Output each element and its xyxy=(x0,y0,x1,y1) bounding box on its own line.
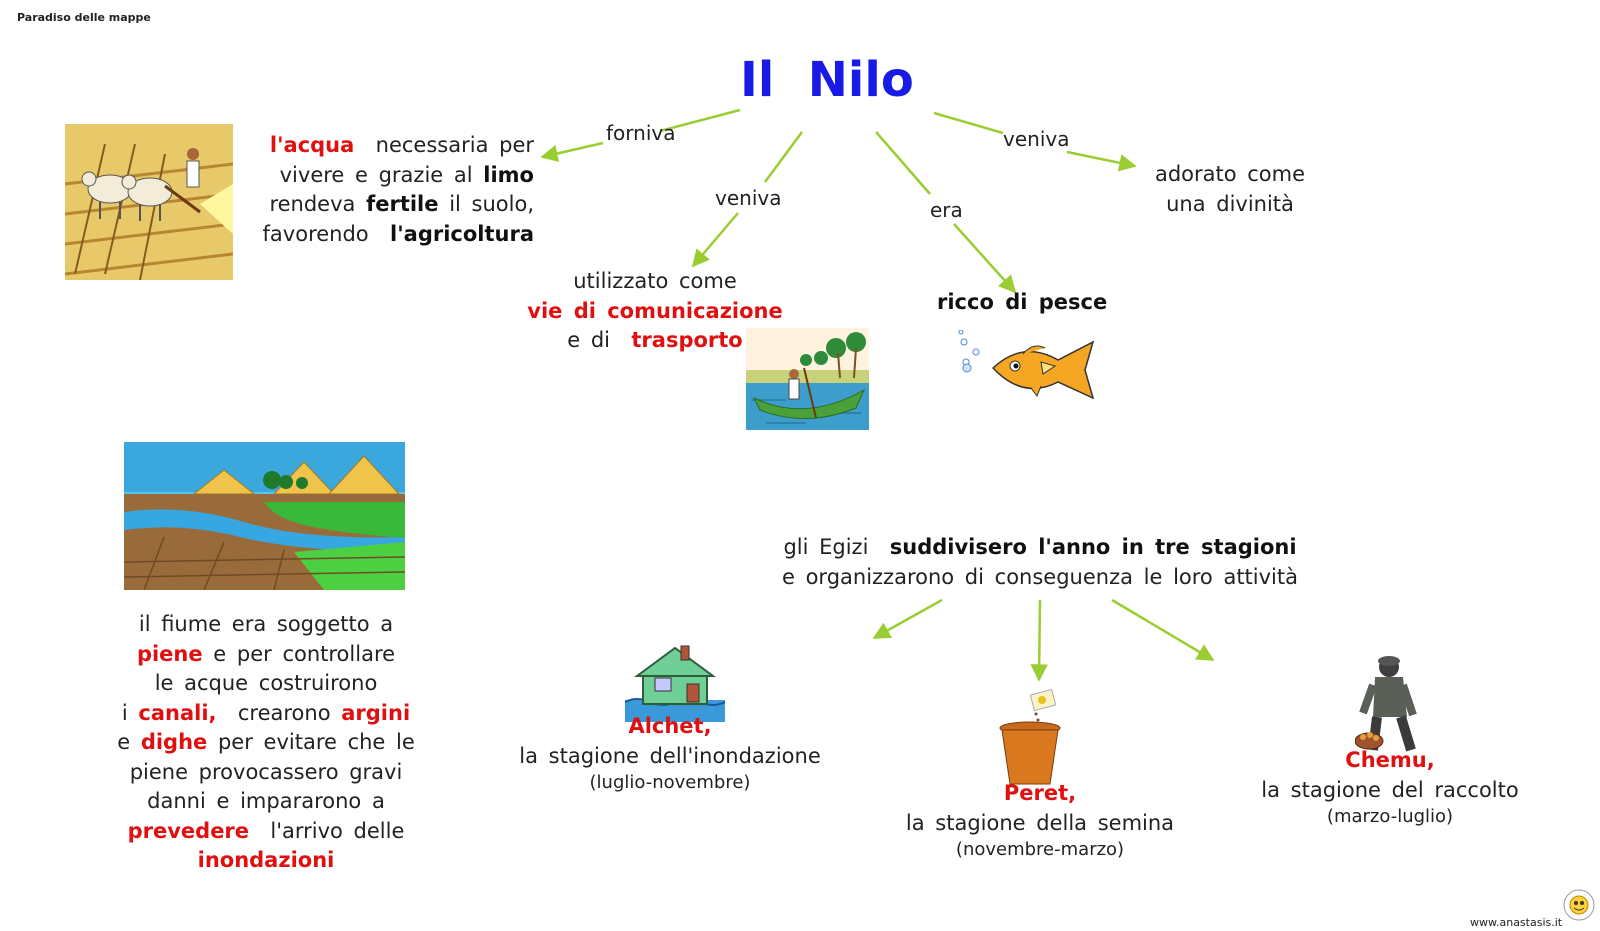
transport-line1: utilizzato come xyxy=(573,269,737,293)
arrow-veniva-left-2 xyxy=(691,212,739,268)
fish-icon xyxy=(953,330,1103,410)
prevedere-keyword: prevedere xyxy=(127,818,250,843)
river-landscape-picture xyxy=(124,442,405,590)
arrow-peret xyxy=(1030,599,1048,682)
floods-line3: le acque costruirono xyxy=(154,671,378,695)
water-line2-text: vivere e grazie al xyxy=(279,162,473,187)
flooded-house-icon xyxy=(625,644,725,722)
seasons-intro-line2: e organizzarono di conseguenza le loro a… xyxy=(781,564,1298,589)
chemu-name: Chemu, xyxy=(1345,748,1435,772)
floods-line5-start: e xyxy=(117,730,131,754)
transport-description: utilizzato come vie di comunicazione e d… xyxy=(505,267,805,356)
link-label-veniva-right: veniva xyxy=(1003,127,1070,151)
transport-line3-text: e di xyxy=(567,328,611,352)
floods-line2-text: e per controllare xyxy=(213,641,396,666)
link-label-era: era xyxy=(930,198,963,222)
fertile-keyword: fertile xyxy=(366,192,439,216)
floods-line5-text: per evitare che le xyxy=(217,730,415,754)
arrow-era-1 xyxy=(875,131,931,195)
water-line3-end: il suolo, xyxy=(449,192,534,216)
fish-description: ricco di pesce xyxy=(937,290,1108,314)
seasons-intro-start: gli Egizi xyxy=(783,535,869,559)
water-line4-text: favorendo xyxy=(262,221,369,246)
limo-keyword: limo xyxy=(483,162,534,187)
floods-line4-text: crearono xyxy=(237,700,331,725)
water-line3-text: rendeva xyxy=(269,192,356,216)
inondazioni-keyword: inondazioni xyxy=(197,848,335,872)
link-label-veniva-left: veniva xyxy=(715,186,782,210)
alchet-months: (luglio-novembre) xyxy=(589,772,751,793)
floods-description: il fiume era soggetto a piene e per cont… xyxy=(90,610,442,876)
water-description: l'acqua necessaria per vivere e grazie a… xyxy=(236,131,534,249)
arrow-forniva-1 xyxy=(659,108,741,133)
page-title: Il Nilo xyxy=(740,52,914,108)
season-alchet: Alchet, la stagione dell'inondazione (lu… xyxy=(470,712,870,795)
chemu-months: (marzo-luglio) xyxy=(1326,806,1454,827)
chemu-desc: la stagione del raccolto xyxy=(1261,777,1519,802)
arrow-forniva-2 xyxy=(540,141,604,163)
floods-line4-start: i xyxy=(121,700,128,725)
farmer-plough-picture xyxy=(65,124,233,280)
arrow-alchet xyxy=(872,598,943,640)
divinity-line1: adorato come xyxy=(1154,162,1306,186)
seasons-intro-keyword: suddivisero l'anno in tre stagioni xyxy=(889,535,1297,559)
divinity-description: adorato come una divinità xyxy=(1140,160,1320,219)
brand-label: Paradiso delle mappe xyxy=(17,11,151,24)
site-url[interactable]: www.anastasis.it xyxy=(1470,916,1563,929)
argini-keyword: argini xyxy=(341,700,411,725)
divinity-line2: una divinità xyxy=(1166,191,1294,216)
alchet-name: Alchet, xyxy=(628,714,712,738)
arrow-era-2 xyxy=(953,223,1017,294)
floods-line1: il fiume era soggetto a xyxy=(138,612,394,636)
supermappe-stamp-icon xyxy=(1562,888,1596,922)
seasons-intro: gli Egizi suddivisero l'anno in tre stag… xyxy=(700,533,1380,592)
peret-desc: la stagione della semina xyxy=(905,810,1175,835)
agricoltura-keyword: l'agricoltura xyxy=(390,221,534,246)
arrow-veniva-right-1 xyxy=(933,111,1004,135)
alchet-desc: la stagione dell'inondazione xyxy=(519,743,821,768)
piene-keyword: piene xyxy=(136,641,203,666)
arrow-veniva-right-2 xyxy=(1066,150,1137,172)
dighe-keyword: dighe xyxy=(140,730,208,754)
arrow-chemu xyxy=(1111,598,1215,662)
boat-picture xyxy=(746,328,869,430)
seed-pot-icon xyxy=(996,688,1076,788)
floods-line7: danni e impararono a xyxy=(147,789,385,813)
peret-name: Peret, xyxy=(1003,781,1077,805)
floods-line8-text: l'arrivo delle xyxy=(270,818,405,843)
season-chemu: Chemu, la stagione del raccolto (marzo-l… xyxy=(1200,746,1580,829)
arrow-veniva-left-1 xyxy=(763,131,804,183)
water-highlight: l'acqua xyxy=(269,133,355,157)
water-line1-text: necessaria per xyxy=(375,133,534,157)
canali-keyword: canali, xyxy=(138,700,217,725)
season-peret: Peret, la stagione della semina (novembr… xyxy=(860,779,1220,862)
peret-months: (novembre-marzo) xyxy=(955,839,1125,860)
floods-line6: piene provocassero gravi xyxy=(129,759,403,784)
harvest-farmer-icon xyxy=(1355,655,1425,760)
link-label-forniva: forniva xyxy=(606,121,676,145)
transport-highlight: vie di comunicazione xyxy=(527,298,783,323)
trasporto-keyword: trasporto xyxy=(631,328,743,352)
